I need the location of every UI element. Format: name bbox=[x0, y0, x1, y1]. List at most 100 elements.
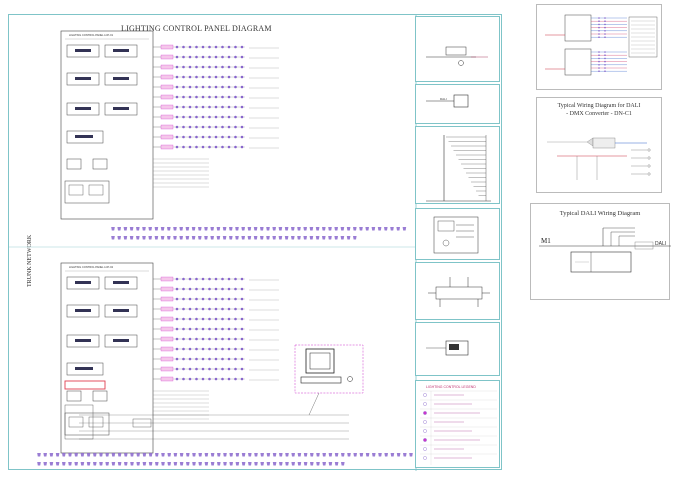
downlight-fixture bbox=[142, 453, 147, 457]
panel-header: LIGHTING CONTROL PANEL LCP-01 bbox=[69, 33, 114, 37]
downlight-fixture bbox=[377, 227, 382, 231]
module-terminal bbox=[113, 107, 129, 110]
network-panel bbox=[64, 404, 94, 440]
light-fixture bbox=[227, 65, 231, 69]
light-fixture bbox=[201, 327, 205, 331]
thumbnail-wiring-overview[interactable] bbox=[536, 4, 662, 90]
light-fixture bbox=[240, 75, 244, 79]
downlight-fixture bbox=[148, 236, 152, 240]
circuit-tag bbox=[160, 296, 174, 302]
downlight-fixture bbox=[173, 236, 177, 240]
legend-symbol bbox=[423, 393, 427, 397]
thumbnail-dali-dmx[interactable]: Typical Wiring Diagram for DALI - DMX Co… bbox=[536, 97, 662, 193]
light-fixture bbox=[188, 75, 192, 79]
downlight-fixture bbox=[111, 227, 115, 231]
light-fixture bbox=[175, 307, 179, 311]
downlight-fixture bbox=[260, 227, 264, 231]
downlight-fixture bbox=[179, 453, 184, 457]
downlight-fixture bbox=[341, 453, 345, 457]
downlight-fixture bbox=[191, 227, 196, 231]
downlight-fixture bbox=[148, 227, 152, 231]
light-fixture bbox=[188, 377, 192, 381]
light-fixture bbox=[201, 297, 205, 301]
dali-label: DALI bbox=[655, 241, 667, 247]
thumb-fixture bbox=[604, 30, 606, 32]
light-fixture bbox=[214, 85, 218, 89]
downlight-fixture bbox=[334, 236, 338, 240]
light-fixture bbox=[240, 55, 244, 59]
light-fixture bbox=[175, 95, 179, 99]
downlight-fixture bbox=[160, 236, 165, 240]
light-fixture bbox=[182, 55, 185, 59]
thumbnail-dali-wiring[interactable]: Typical DALI Wiring Diagram M1 PHILIPS d… bbox=[530, 203, 671, 300]
light-fixture bbox=[182, 377, 185, 381]
thumb-fixture bbox=[598, 67, 600, 69]
downlight-fixture bbox=[390, 227, 394, 231]
downlight-fixture bbox=[86, 453, 91, 457]
light-fixture bbox=[188, 357, 192, 361]
light-fixture bbox=[195, 327, 198, 331]
downlight-fixture bbox=[136, 236, 140, 240]
downlight-fixture bbox=[123, 236, 128, 240]
downlight-fixture bbox=[254, 462, 258, 466]
downlight-fixture bbox=[266, 236, 270, 240]
downlight-fixture bbox=[346, 227, 351, 231]
downlight-fixture bbox=[253, 236, 258, 240]
light-fixture bbox=[214, 145, 218, 149]
downlight-fixture bbox=[204, 453, 209, 457]
light-fixture bbox=[188, 65, 192, 69]
downlight-fixture bbox=[285, 462, 289, 466]
light-fixture bbox=[240, 145, 244, 149]
dmx-fixture bbox=[647, 148, 651, 152]
light-fixture bbox=[214, 367, 218, 371]
light-fixture bbox=[227, 317, 231, 321]
light-fixture bbox=[221, 317, 224, 321]
light-fixture bbox=[175, 125, 179, 129]
thumb-fixture bbox=[598, 36, 600, 38]
thumb-fixture bbox=[604, 54, 606, 56]
light-fixture bbox=[201, 277, 205, 281]
detail-panel-5 bbox=[415, 262, 500, 320]
light-fixture bbox=[175, 297, 179, 301]
downlight-fixture bbox=[129, 236, 134, 240]
dmx-arrow bbox=[547, 137, 594, 147]
light-fixture bbox=[188, 85, 192, 89]
downlight-fixture bbox=[186, 462, 190, 466]
downlight-fixture bbox=[316, 462, 320, 466]
module-terminal bbox=[75, 309, 91, 312]
light-fixture bbox=[208, 85, 211, 89]
downlight-fixture bbox=[235, 227, 239, 231]
light-fixture bbox=[201, 135, 205, 139]
downlight-fixture bbox=[384, 227, 388, 231]
downlight-fixture bbox=[136, 453, 140, 457]
light-fixture bbox=[214, 277, 218, 281]
downlight-fixture bbox=[198, 462, 202, 466]
downlight-fixture bbox=[186, 453, 190, 457]
light-fixture bbox=[227, 377, 231, 381]
light-fixture bbox=[201, 55, 205, 59]
light-fixture bbox=[214, 125, 218, 129]
dimmer-module bbox=[66, 304, 100, 318]
light-fixture bbox=[195, 65, 198, 69]
thumb-panel bbox=[564, 48, 592, 76]
downlight-fixture bbox=[303, 236, 307, 240]
light-fixture bbox=[208, 55, 211, 59]
thumb-fixture bbox=[604, 26, 606, 29]
light-fixture bbox=[240, 297, 244, 301]
light-fixture bbox=[208, 125, 211, 129]
downlight-fixture bbox=[117, 236, 121, 240]
light-fixture bbox=[201, 45, 205, 49]
detail-panel-2: DALI bbox=[415, 84, 500, 124]
control-panel-enclosure bbox=[60, 262, 154, 454]
controller-unit bbox=[68, 184, 84, 196]
downlight-fixture bbox=[315, 227, 320, 231]
circuit-tag bbox=[160, 124, 174, 130]
light-fixture bbox=[188, 307, 192, 311]
circuit-tag bbox=[160, 54, 174, 60]
downlight-fixture bbox=[161, 462, 165, 466]
downlight-fixture bbox=[278, 236, 283, 240]
light-fixture bbox=[221, 125, 224, 129]
downlight-fixture bbox=[124, 462, 128, 466]
light-fixture bbox=[201, 145, 205, 149]
downlight-fixture bbox=[310, 462, 314, 466]
